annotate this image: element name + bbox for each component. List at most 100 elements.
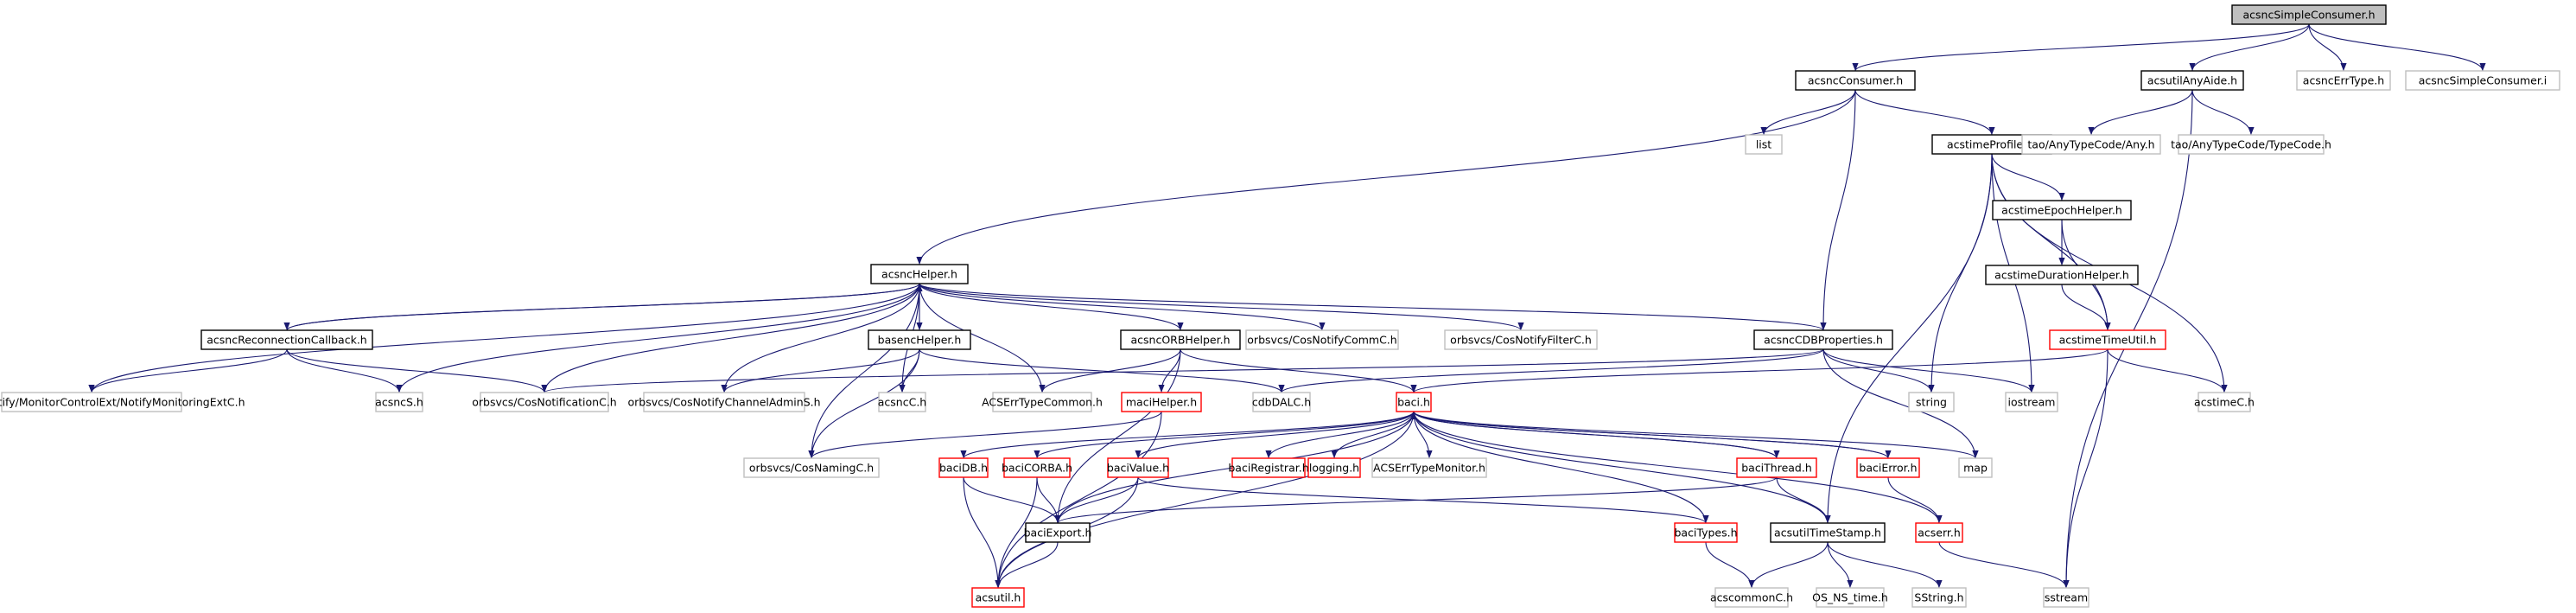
node-acsncs-h[interactable]: acsncS.h	[375, 392, 423, 412]
node-label: orbsvcs/Notify/MonitorControlExt/NotifyM…	[0, 396, 245, 409]
node-baciregistrar-h[interactable]: baciRegistrar.h	[1228, 457, 1309, 478]
edge-line	[2308, 23, 2486, 72]
node-acsncsimpleconsumer-h[interactable]: acsncSimpleConsumer.h	[2231, 4, 2387, 25]
edge-acsnchelper-to-cosnotifycommc	[919, 283, 1326, 331]
edge-line	[721, 348, 920, 393]
node-bacitypes-h[interactable]: baciTypes.h	[1674, 522, 1738, 543]
node-orbsvcs-cosnamingc-h[interactable]: orbsvcs/CosNamingC.h	[743, 457, 880, 478]
edge-acsnchelper-to-notifymonitoring	[88, 283, 920, 393]
node-label: orbsvcs/CosNotifyChannelAdminS.h	[627, 396, 820, 409]
node-sstring-h[interactable]: SString.h	[1911, 587, 1967, 608]
node-label: ACSErrTypeCommon.h	[982, 396, 1103, 409]
node-acsutiltimestamp-h[interactable]: acsutilTimeStamp.h	[1770, 522, 1886, 543]
node-box	[1107, 457, 1169, 478]
node-orbsvcs-cosnotifyfilterc-h[interactable]: orbsvcs/CosNotifyFilterC.h	[1444, 329, 1598, 350]
node-box	[1231, 457, 1306, 478]
node-box	[1252, 392, 1311, 412]
edge-bacierror-to-baci	[1410, 411, 1889, 459]
edge-basenchelper-to-cosnamingc	[808, 348, 920, 459]
edge-line	[1822, 348, 1979, 459]
edge-bacithread-to-baciexport	[1054, 476, 1778, 524]
node-acsncreconnectioncallback-h[interactable]: acsncReconnectionCallback.h	[200, 329, 373, 350]
node-map[interactable]: map	[1958, 457, 1993, 478]
node-box	[1856, 457, 1920, 478]
node-logging-h[interactable]: logging.h	[1307, 457, 1361, 478]
node-box	[1753, 329, 1893, 350]
edge-line	[1748, 541, 1829, 589]
node-orbsvcs-notify-monitorcontrolext-notifymonitoringextc-h[interactable]: orbsvcs/Notify/MonitorControlExt/NotifyM…	[0, 392, 245, 412]
node-acserrtypemonitor-h[interactable]: ACSErrTypeMonitor.h	[1371, 457, 1487, 478]
node-acsncerrtype-h[interactable]: acsncErrType.h	[2296, 70, 2391, 91]
node-label: acsncSimpleConsumer.h	[2242, 9, 2375, 22]
node-acstimec-h[interactable]: acstimeC.h	[2194, 392, 2255, 412]
node-acsnccdbproperties-h[interactable]: acsncCDBProperties.h	[1753, 329, 1893, 350]
edge-line	[808, 348, 920, 459]
node-box	[2405, 70, 2560, 91]
node-box	[1121, 392, 1202, 412]
edge-line	[1991, 153, 2111, 331]
edge-acsncreconnectioncallback-to-acsncs	[286, 348, 403, 393]
edge-line	[721, 283, 920, 393]
node-label: OS_NS_time.h	[1812, 591, 1888, 604]
node-os-ns-time-h[interactable]: OS_NS_time.h	[1812, 587, 1888, 608]
edge-line	[1413, 411, 1709, 524]
edge-acsnccdbproperties-to-cdbdalc	[1278, 348, 1824, 393]
node-label: acstimeProfiler.h	[1947, 138, 2037, 151]
node-orbsvcs-cosnotificationc-h[interactable]: orbsvcs/CosNotificationC.h	[472, 392, 617, 412]
edge-bacithread-to-baci	[1410, 411, 1778, 459]
node-macihelper-h[interactable]: maciHelper.h	[1121, 392, 1202, 412]
node-acstimedurationhelper-h[interactable]: acstimeDurationHelper.h	[1985, 265, 2139, 285]
node-acstimeepochhelper-h[interactable]: acstimeEpochHelper.h	[1992, 200, 2132, 220]
node-label: baciTypes.h	[1674, 527, 1737, 540]
node-box	[1745, 134, 1783, 155]
node-cdbdalc-h[interactable]: cdbDALC.h	[1252, 392, 1311, 412]
node-acsnchelper-h[interactable]: acsncHelper.h	[870, 264, 969, 284]
node-acscommonc-h[interactable]: acscommonC.h	[1710, 587, 1793, 608]
edge-line	[286, 348, 403, 393]
node-sstream[interactable]: sstream	[2043, 587, 2089, 608]
edge-line	[2063, 348, 2109, 589]
edge-acstimeprofiler-to-acstimeepochhelper	[1991, 153, 2065, 201]
node-bacivalue-h[interactable]: baciValue.h	[1107, 457, 1169, 478]
edge-acstimedurationhelper-to-acstimetimeutil	[2061, 284, 2111, 331]
node-label: acsncC.h	[878, 396, 926, 409]
edge-line	[1705, 541, 1755, 589]
node-label: acsutil.h	[976, 591, 1021, 604]
edge-line	[1820, 89, 1856, 331]
node-list[interactable]: list	[1745, 134, 1783, 155]
edge-line	[1413, 411, 1979, 459]
node-string[interactable]: string	[1908, 392, 1955, 412]
node-acstimetimeutil-h[interactable]: acstimeTimeUtil.h	[2049, 329, 2166, 350]
node-acsncorbhelper-h[interactable]: acsncORBHelper.h	[1120, 329, 1241, 350]
node-acsncc-h[interactable]: acsncC.h	[878, 392, 926, 412]
node-bacidb-h[interactable]: baciDB.h	[938, 457, 989, 478]
node-tao-anytypecode-typecode-h[interactable]: tao/AnyTypeCode/TypeCode.h	[2171, 134, 2331, 155]
node-orbsvcs-cosnotifycommc-h[interactable]: orbsvcs/CosNotifyCommC.h	[1245, 329, 1399, 350]
node-bacithread-h[interactable]: baciThread.h	[1736, 457, 1817, 478]
node-tao-anytypecode-any-h[interactable]: tao/AnyTypeCode/Any.h	[2021, 134, 2161, 155]
node-basenchelper-h[interactable]: basencHelper.h	[868, 329, 971, 350]
edge-acstimetimeutil-to-baci	[1410, 348, 2109, 393]
node-acserrtypecommon-h[interactable]: ACSErrTypeCommon.h	[982, 392, 1103, 412]
node-bacierror-h[interactable]: baciError.h	[1856, 457, 1920, 478]
edge-acsnchelper-to-cosnotifyfilterc	[919, 283, 1524, 331]
node-orbsvcs-cosnotifychanneladmins-h[interactable]: orbsvcs/CosNotifyChannelAdminS.h	[627, 392, 821, 412]
edge-acstimetimeutil-to-sstream	[2063, 348, 2109, 589]
node-acsncconsumer-h[interactable]: acsncConsumer.h	[1795, 70, 1916, 91]
node-acsutilanyaide-h[interactable]: acsutilAnyAide.h	[2140, 70, 2244, 91]
node-bacicorba-h[interactable]: baciCORBA.h	[1002, 457, 1072, 478]
node-acserr-h[interactable]: acserr.h	[1915, 522, 1963, 543]
node-acsncsimpleconsumer-i[interactable]: acsncSimpleConsumer.i	[2405, 70, 2560, 91]
edge-line	[2107, 348, 2228, 393]
node-label: acsncS.h	[375, 396, 423, 409]
edge-line	[2191, 89, 2255, 136]
node-baci-h[interactable]: baci.h	[1396, 392, 1432, 412]
edge-acsnchelper-to-cosnamingc	[808, 283, 920, 459]
node-baciexport-h[interactable]: baciExport.h	[1024, 522, 1092, 543]
node-iostream[interactable]: iostream	[2005, 392, 2058, 412]
edge-line	[1034, 411, 1415, 459]
node-box	[1371, 457, 1487, 478]
edge-line	[1054, 476, 1139, 524]
edge-line	[1776, 476, 1831, 524]
node-acsutil-h[interactable]: acsutil.h	[971, 587, 1025, 608]
